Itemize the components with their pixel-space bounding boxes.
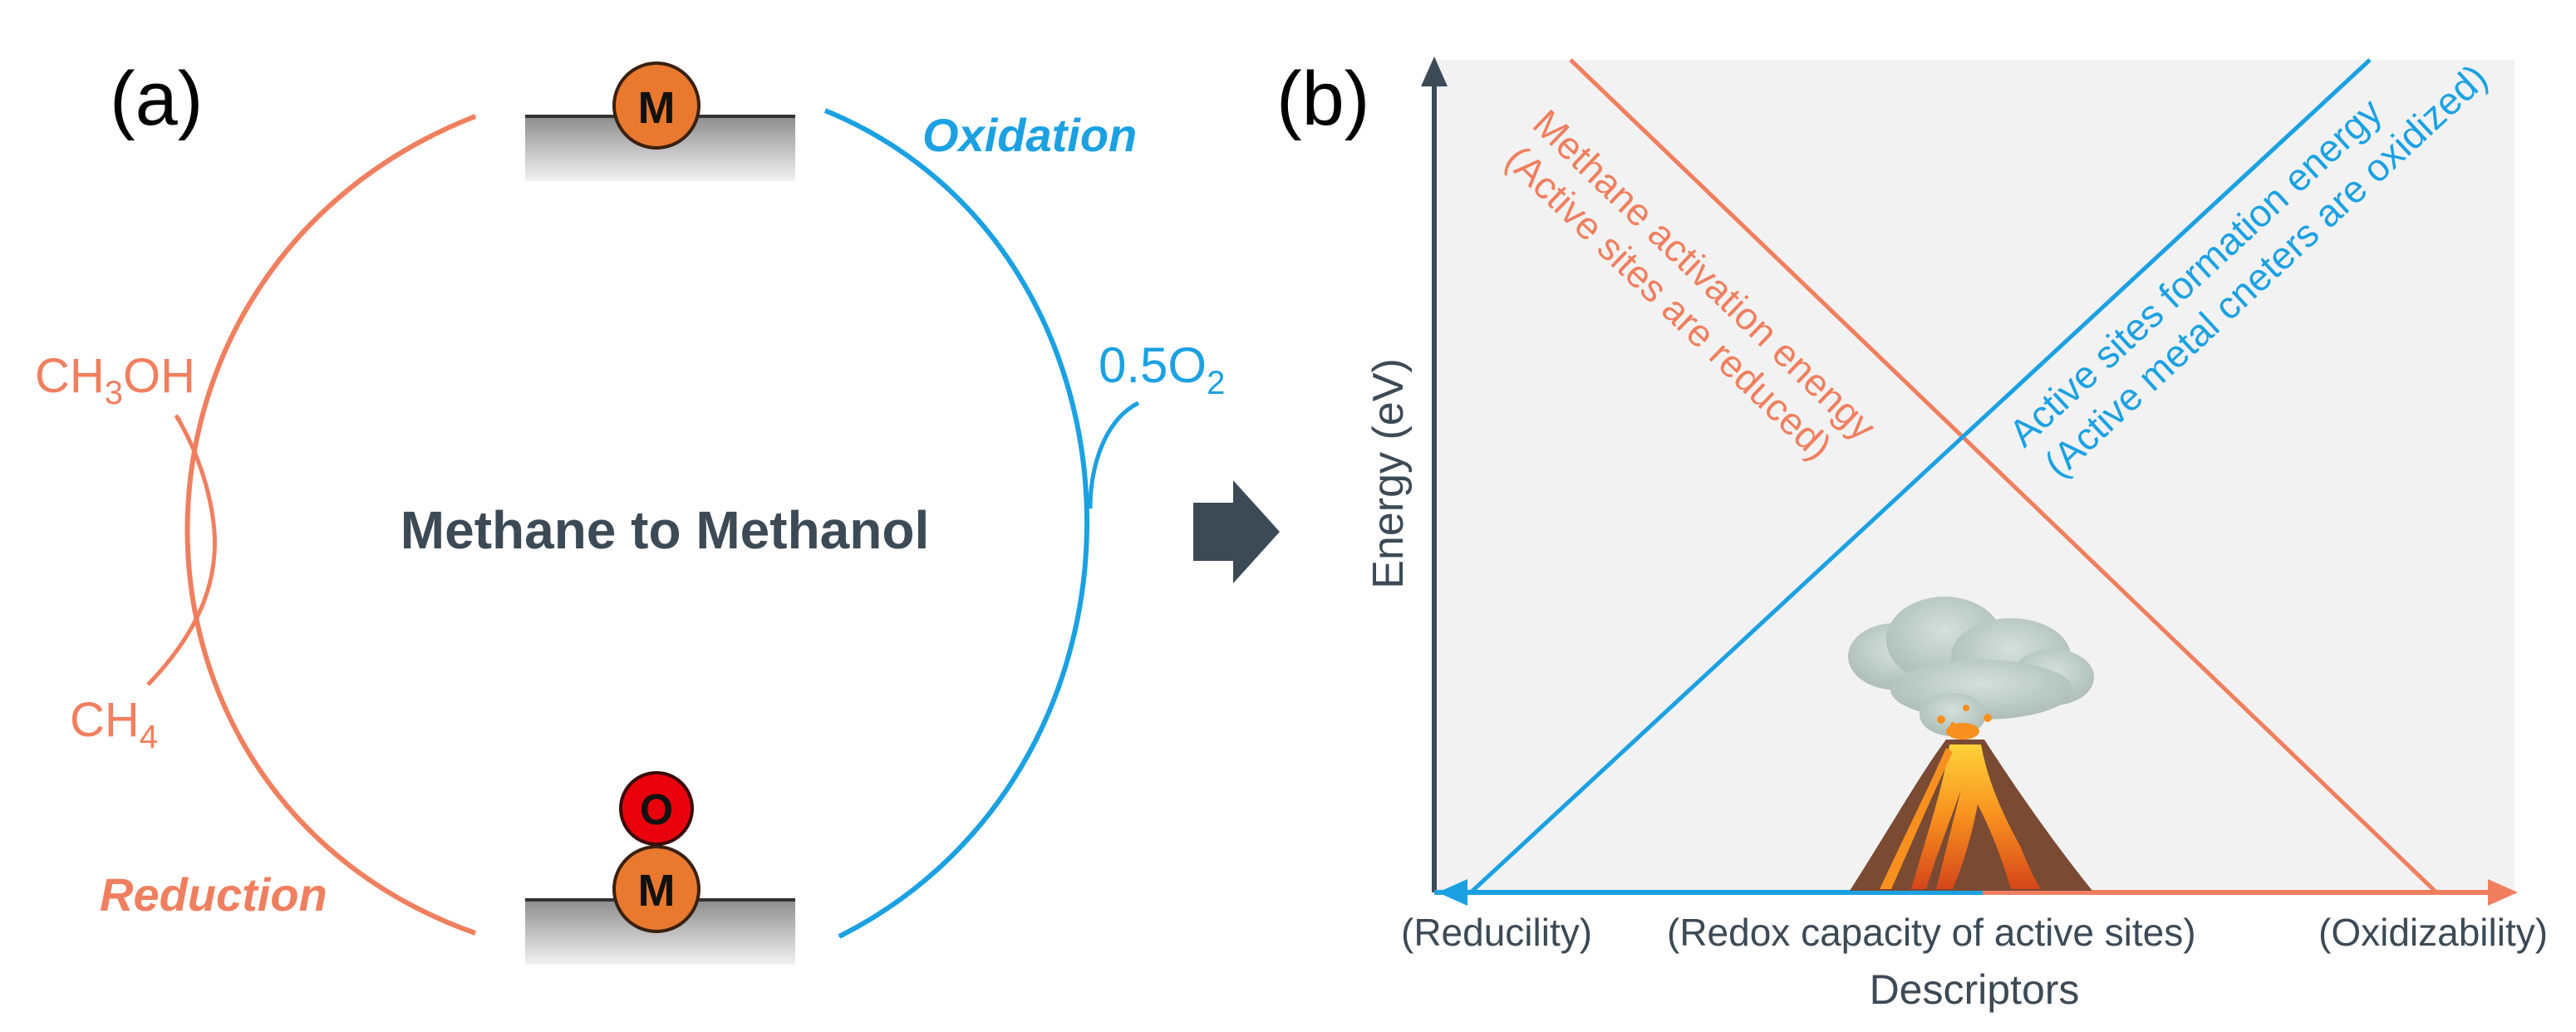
bottom-catalyst-site: M O	[525, 771, 795, 965]
reduction-label: Reduction	[100, 868, 327, 921]
x-left-label: (Reducility)	[1401, 911, 1592, 954]
methane-label: CH4	[70, 693, 158, 755]
oxygen-atom	[619, 771, 694, 846]
x-right-label: (Oxidizability)	[2318, 911, 2548, 954]
oxidation-label: Oxidation	[922, 109, 1137, 161]
active-site-formation-line	[1469, 58, 2372, 894]
methane-feed-line	[146, 414, 217, 686]
oxygen-reactant: 0.5O2	[1099, 337, 1225, 401]
x-center-label: (Redox capacity of active sites)	[1667, 911, 2196, 954]
lava-splash	[1937, 705, 1992, 740]
top-metal-atom	[612, 61, 701, 150]
x-axis-left-arrowhead	[1438, 879, 1467, 906]
lava-flow	[1911, 745, 2041, 889]
oxygen-symbol: O	[640, 786, 673, 834]
y-axis-title: Energy (eV)	[1364, 358, 1413, 588]
bottom-metal-atom	[612, 845, 701, 933]
transition-arrow	[1193, 480, 1280, 583]
volcano-illustration	[1848, 597, 2094, 891]
top-metal-symbol: M	[638, 83, 676, 133]
bottom-metal-symbol: M	[638, 866, 676, 916]
y-axis-arrowhead	[1421, 57, 1448, 86]
oxygen-feed-line	[1088, 401, 1140, 509]
oxidation-arc	[823, 108, 1090, 939]
panel-a-label: (a)	[110, 57, 203, 141]
top-catalyst-site: M	[525, 61, 795, 181]
panel-b-label: (b)	[1276, 57, 1369, 141]
methanol-label: CH3OH	[35, 349, 195, 411]
panel-a: (a) M M O Oxidation 0.5O2 Reduction CH4	[35, 57, 1225, 965]
methane-activation-line	[1569, 58, 2438, 894]
smoke-cloud	[1848, 597, 2094, 736]
cycle-title: Methane to Methanol	[401, 500, 929, 560]
lava-flow-left	[1880, 748, 1953, 889]
x-axis-title: Descriptors	[1870, 966, 2080, 1013]
reduction-arc	[184, 114, 477, 936]
x-axis-right-arrowhead	[2488, 879, 2518, 906]
panel-b: (b) Methane activation enengy (Active si…	[1276, 56, 2548, 1013]
